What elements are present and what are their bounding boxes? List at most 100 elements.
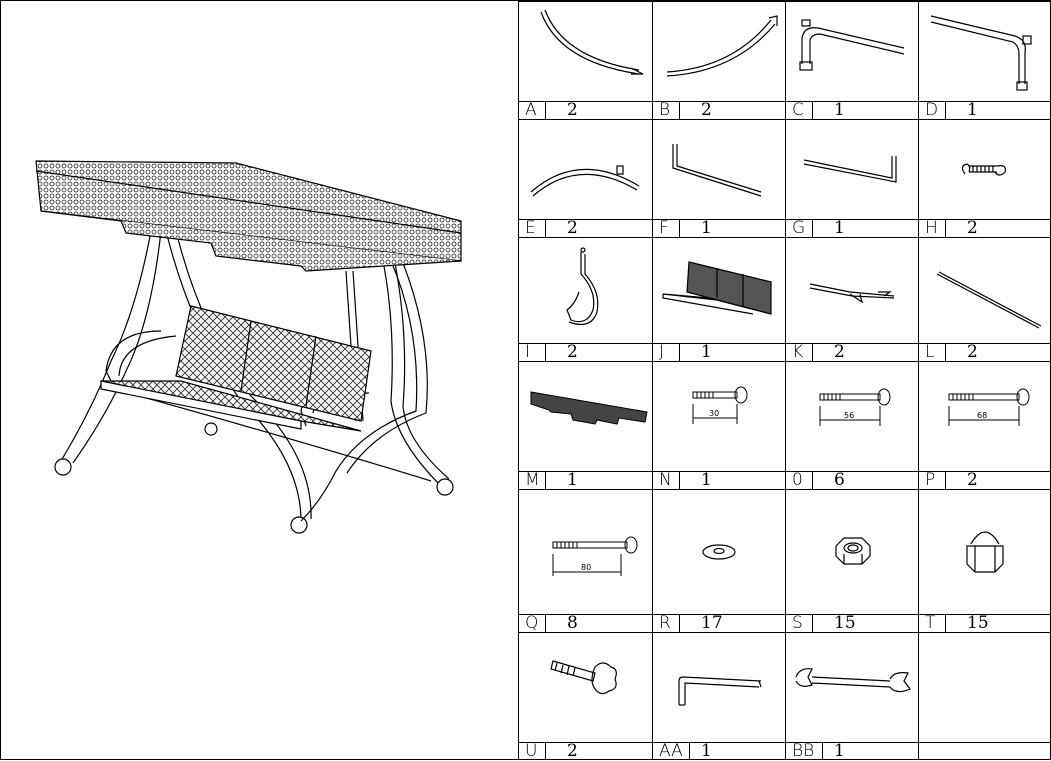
part-qty: 1: [834, 741, 845, 761]
washer-icon: [702, 544, 736, 560]
u-bar-icon: [803, 156, 897, 183]
part-letter: E: [525, 220, 546, 237]
part-letter: P: [925, 472, 946, 489]
part-cell-q: 80 Q 8: [518, 489, 652, 632]
bolt-56-icon: 56: [819, 388, 891, 426]
part-letter: L: [925, 344, 946, 361]
dimension-label: 56: [844, 411, 854, 420]
part-qty: 2: [701, 100, 712, 120]
part-letter: Q: [525, 615, 546, 632]
dimension-label: 80: [581, 563, 591, 572]
part-letter: H: [925, 220, 946, 237]
part-letter: I: [525, 344, 546, 361]
dimension-label: 68: [977, 411, 987, 420]
hex-nut-icon: [835, 537, 871, 565]
part-qty: 15: [967, 613, 989, 633]
part-letter: J: [659, 344, 680, 361]
swing-icon: [35, 160, 462, 534]
bolt-80-icon: 80: [552, 536, 638, 576]
curved-tube-b-icon: [666, 15, 778, 77]
canopy-icon: [530, 391, 648, 425]
part-letter: F: [659, 220, 680, 237]
part-letter: T: [925, 615, 946, 632]
part-letter: BB: [792, 743, 823, 760]
part-qty: 1: [834, 100, 845, 120]
part-qty: 1: [834, 218, 845, 238]
part-letter: AA: [659, 743, 690, 760]
part-qty: 1: [701, 218, 712, 238]
part-cell-r: R 17: [652, 489, 785, 632]
part-qty: 2: [967, 470, 978, 490]
bent-frame-d-icon: [930, 15, 1032, 91]
part-cell-0: 56 0 6: [785, 361, 918, 489]
part-qty: 17: [701, 613, 723, 633]
part-letter: R: [659, 615, 680, 632]
armrest-hook-icon: [566, 247, 599, 325]
part-letter: U: [525, 743, 546, 760]
part-qty: 2: [567, 342, 578, 362]
bent-frame-c-icon: [799, 19, 905, 71]
part-qty: 15: [834, 613, 856, 633]
part-cell-empty: [918, 632, 1051, 760]
part-cell-p: 68 P 2: [918, 361, 1051, 489]
part-qty: 1: [567, 470, 578, 490]
part-letter: M: [525, 472, 546, 489]
bolt-68-icon: 68: [948, 388, 1030, 426]
part-letter: 0: [792, 472, 813, 489]
part-qty: 1: [701, 470, 712, 490]
part-qty: 2: [967, 218, 978, 238]
part-qty: 2: [567, 741, 578, 761]
part-qty: 1: [967, 100, 978, 120]
allen-key-icon: [678, 676, 762, 706]
rod-icon: [936, 271, 1042, 329]
part-qty: 6: [834, 470, 845, 490]
curved-tube-a-icon: [540, 9, 644, 75]
part-qty: 2: [834, 342, 845, 362]
arc-rail-icon: [530, 165, 640, 197]
part-qty: 1: [701, 342, 712, 362]
part-cell-aa: AA 1: [652, 632, 785, 760]
part-qty: 8: [567, 613, 578, 633]
wrench-icon: [795, 668, 911, 693]
knob-bolt-icon: [550, 660, 617, 695]
part-letter: N: [659, 472, 680, 489]
part-qty: 2: [967, 342, 978, 362]
assembled-swing-illustration: [1, 1, 518, 761]
part-cell-t: T 15: [918, 489, 1051, 632]
part-letter: C: [792, 102, 813, 119]
part-qty: 2: [567, 100, 578, 120]
part-cell-n: 30 N 1: [652, 361, 785, 489]
part-letter: D: [925, 102, 946, 119]
l-bar-icon: [672, 144, 762, 197]
bracket-bar-icon: [809, 283, 895, 304]
part-qty: 2: [567, 218, 578, 238]
part-letter: G: [792, 220, 813, 237]
cap-nut-icon: [966, 531, 1004, 573]
part-letter: S: [792, 615, 813, 632]
bolt-30-icon: 30: [692, 386, 748, 424]
part-qty: 1: [701, 741, 712, 761]
dimension-label: 30: [709, 409, 719, 418]
part-cell-bb: BB 1: [785, 632, 918, 760]
part-letter: K: [792, 344, 813, 361]
spring-icon: [961, 163, 1006, 176]
part-letter: A: [525, 102, 546, 119]
part-letter: B: [659, 102, 680, 119]
seat-bench-icon: [662, 261, 772, 315]
